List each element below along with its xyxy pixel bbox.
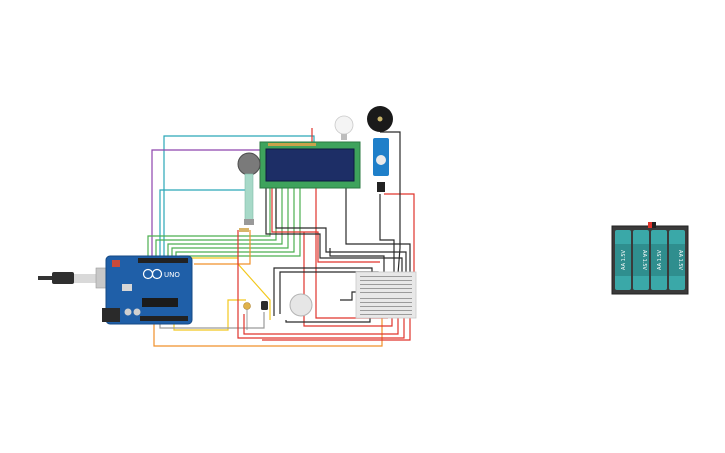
wire-orange-2[interactable] — [194, 230, 251, 265]
wire-green-4[interactable] — [171, 188, 289, 262]
battery-cell-1: AA 1.5V — [615, 230, 631, 290]
wire-teal[interactable] — [163, 135, 315, 262]
temperature-sensor[interactable] — [261, 301, 268, 310]
wire-red-5[interactable] — [262, 316, 411, 341]
wire-gray[interactable] — [159, 312, 265, 329]
wire-red-6[interactable] — [303, 232, 393, 327]
wire-yellow[interactable] — [187, 257, 271, 320]
piezo-buzzer[interactable] — [367, 106, 393, 132]
wire-black-3[interactable] — [345, 148, 411, 274]
wire-orange[interactable] — [153, 316, 383, 347]
lcd-display[interactable] — [259, 141, 361, 189]
battery-cell-2-label: AA 1.5V — [641, 250, 647, 271]
battery-cell-1-label: AA 1.5V — [621, 249, 627, 270]
battery-pack-4aa[interactable]: AA 1.5V AA 1.5V AA 1.5V AA 1.5V — [611, 222, 689, 295]
wire-black-1[interactable] — [265, 188, 403, 274]
wire-black-4[interactable] — [380, 131, 401, 275]
light-bulb[interactable] — [334, 115, 354, 140]
wire-green-2[interactable] — [155, 188, 277, 262]
pir-sensor[interactable] — [289, 293, 313, 317]
wire-black-2[interactable] — [275, 188, 407, 274]
battery-cell-2: AA 1.5V — [633, 230, 649, 290]
photoresistor[interactable] — [243, 302, 251, 331]
wire-purple[interactable] — [151, 149, 262, 262]
usb-cable[interactable] — [38, 267, 111, 289]
arduino-uno-board[interactable]: UNO — [102, 255, 193, 325]
wire-green-1[interactable] — [147, 188, 271, 262]
battery-cell-4: AA 1.5V — [669, 230, 685, 290]
mini-breadboard[interactable] — [355, 271, 417, 319]
arduino-brand-label: UNO — [164, 271, 180, 279]
wire-black-8[interactable] — [329, 248, 385, 274]
wire-green-3[interactable] — [167, 188, 283, 262]
force-sensor[interactable] — [237, 152, 261, 225]
resistor[interactable] — [239, 228, 249, 232]
battery-cell-4-label: AA 1.5V — [677, 250, 683, 271]
wire-red-3[interactable] — [237, 230, 405, 339]
battery-cell-3-label: AA 1.5V — [657, 249, 663, 270]
servo-motor[interactable] — [373, 138, 389, 192]
wire-teal-2[interactable] — [159, 189, 246, 262]
wire-red-4[interactable] — [243, 314, 399, 335]
battery-cell-3: AA 1.5V — [651, 230, 667, 290]
wire-red-1[interactable] — [271, 128, 380, 263]
wire-black-5[interactable] — [379, 194, 395, 274]
